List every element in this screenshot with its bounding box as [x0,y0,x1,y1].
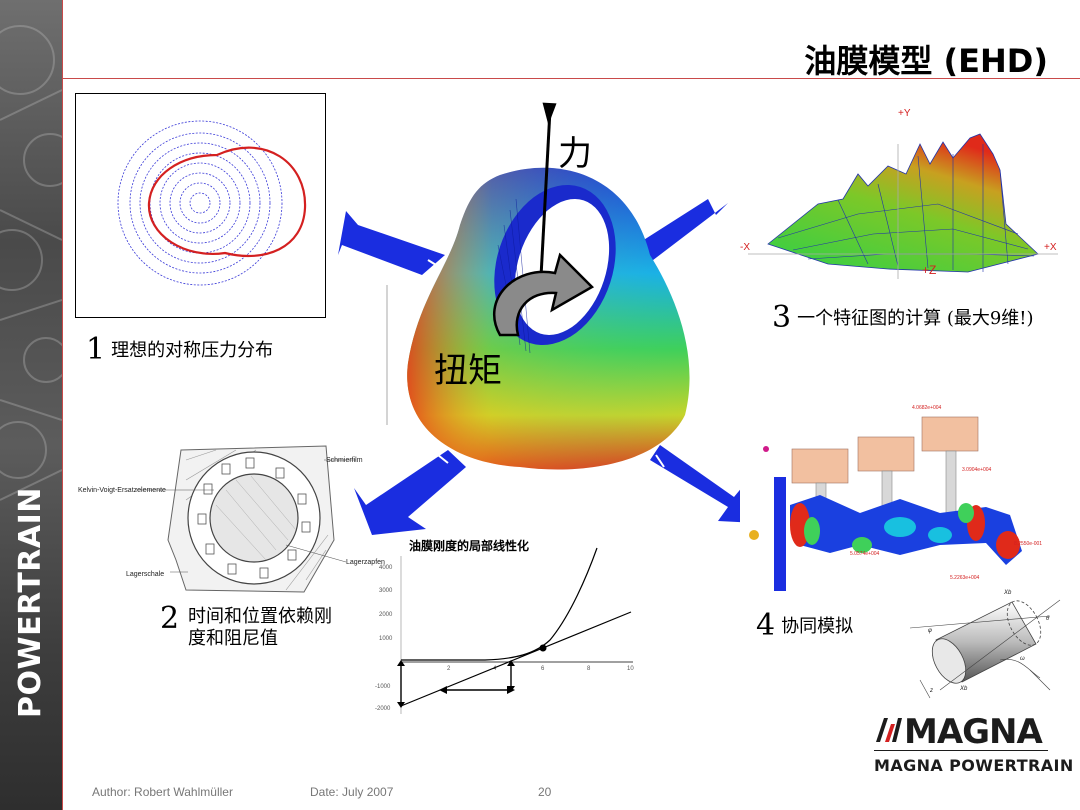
force-label: 力 [558,134,592,174]
y-tick-neg1000: -1000 [375,684,391,690]
crank-label-4: 8.2550e-001 [1014,541,1042,547]
y-tick-4000: 4000 [379,565,393,571]
crank-label-1: 4.0682e+004 [912,405,942,411]
item-1-number: 1 [86,332,106,367]
slide-title: 油膜模型 (EHD) [804,42,1048,80]
sidebar [0,0,62,810]
pressure-distribution-figure [75,93,326,318]
footer-page-number: 20 [538,785,552,799]
magna-logo-icon [876,718,902,742]
axis-plus-y: +Y [898,108,911,119]
item-3-text: 一个特征图的计算 (最大9维!) [797,308,1034,329]
y-tick-2000: 2000 [379,612,393,618]
stiffness-curve [401,547,598,661]
item-2-line-1: 时间和位置依赖刚 [188,606,332,627]
crankshaft-figure: 4.0682e+004 3.0904e+004 5.0574e+004 8.25… [749,405,1042,591]
sidebar-texture [0,25,62,501]
surface-map-figure: +Y -X +X +Z [740,108,1058,279]
axis-minus-x: -X [740,242,750,253]
divider-horizontal [62,78,1080,79]
bearing-section-drawing: Schmierfilm Kelvin-Voigt-Ersatzelemente … [78,445,385,593]
item-4-text: 协同模拟 [781,616,854,637]
label-lagerschale: Lagerschale [126,571,164,578]
item-2-line-2: 度和阻尼值 [188,628,278,649]
label-schmierfilm: Schmierfilm [326,457,363,464]
x-tick-6: 6 [541,666,545,672]
item-1-text: 理想的对称压力分布 [111,340,274,361]
x-tick-10: 10 [627,666,634,672]
svg-text:z: z [929,688,933,694]
svg-text:ω: ω [1020,656,1025,662]
crank-label-2: 3.0904e+004 [962,467,992,473]
torque-label: 扭矩 [434,351,502,391]
label-lagerzapfen: Lagerzapfen [346,559,385,566]
footer-author: Author: Robert Wahlmüller [92,785,233,799]
cylinder-sketch: Xb θ φ ω z Xb [909,590,1061,699]
item-2-number: 2 [160,601,180,636]
y-tick-3000: 3000 [379,588,393,594]
footer-date: Date: July 2007 [310,785,394,799]
stiffness-chart: 油膜刚度的局部线性化 4000 3000 2000 1000 -1000 -20… [375,538,634,714]
magna-rule [874,750,1048,751]
item-4-number: 4 [756,608,776,643]
y-tick-neg2000: -2000 [375,706,391,712]
svg-text:φ: φ [928,628,932,634]
stiffness-chart-title: 油膜刚度的局部线性化 [409,538,529,553]
x-tick-4: 4 [493,666,497,672]
label-kelvin-voigt: Kelvin-Voigt-Ersatzelemente [78,487,166,494]
pressure-curve [147,146,307,258]
axis-plus-x: +X [1044,242,1057,253]
direction-arrows [338,199,740,535]
axis-plus-z: +Z [922,263,936,277]
label-item-2: 2 时间和位置依赖刚 度和阻尼值 [160,601,332,650]
svg-text:θ: θ [1046,616,1050,622]
magna-wordmark: MAGNA [904,712,1043,752]
x-tick-8: 8 [587,666,591,672]
y-tick-1000: 1000 [379,636,393,642]
brand-vertical-text: POWERTRAIN [13,487,48,718]
svg-text:Xb: Xb [959,686,968,692]
divider-vertical [62,0,63,810]
svg-text:Xb: Xb [1003,590,1012,596]
x-tick-2: 2 [447,666,451,672]
tangent-line [400,611,632,707]
bearing-center-figure [338,102,740,535]
item-3-number: 3 [772,300,792,335]
crank-label-5: 5.2263e+004 [950,575,980,581]
crank-label-3: 5.0574e+004 [850,551,880,557]
magna-subtitle: MAGNA POWERTRAIN [874,756,1074,775]
